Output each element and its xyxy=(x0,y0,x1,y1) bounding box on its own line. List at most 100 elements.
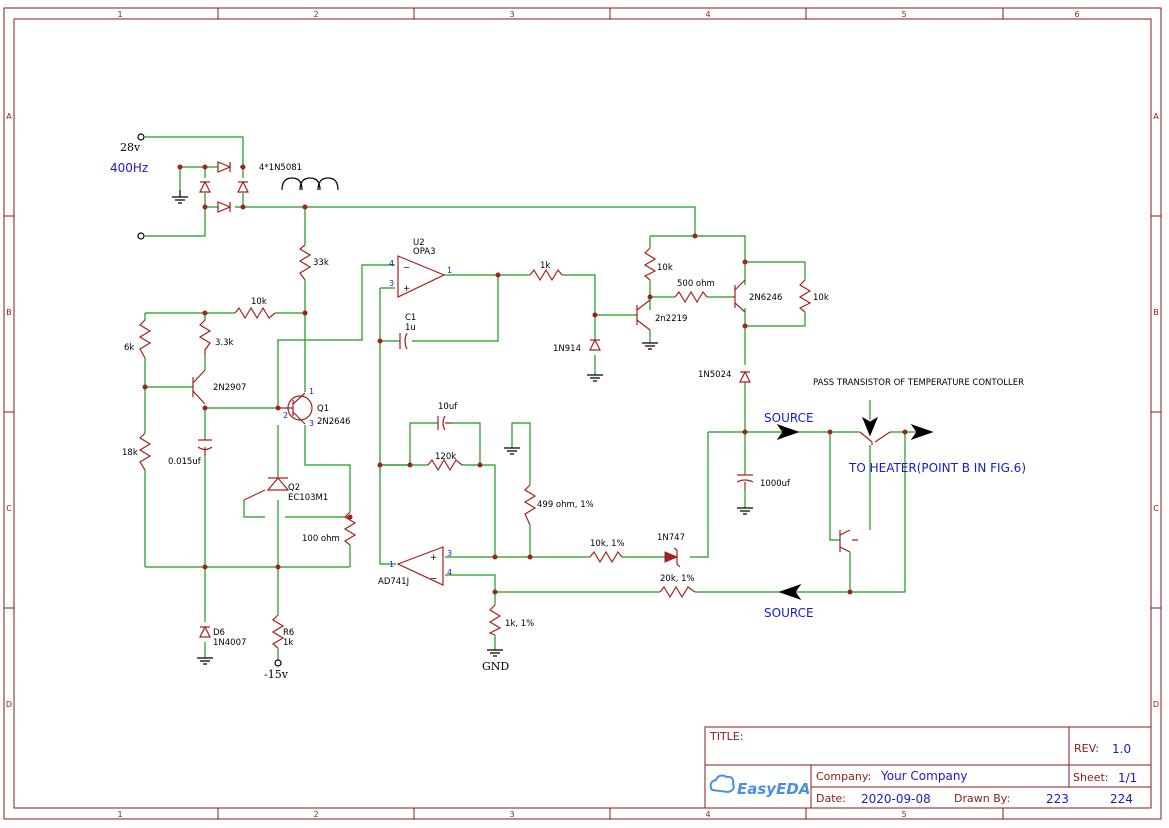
row-marker: D xyxy=(6,700,12,709)
d6-ref: D6 xyxy=(213,628,225,638)
c015-label: 0.015uf xyxy=(168,457,202,467)
r10k-label: 10k xyxy=(251,297,267,307)
sheet-label: Sheet: xyxy=(1073,771,1109,784)
ad741-label: AD741J xyxy=(378,577,409,587)
c1-ref: C1 xyxy=(405,313,416,323)
rev-value: 1.0 xyxy=(1112,742,1131,756)
ad741-pin4: 4 xyxy=(447,568,452,577)
terminal-neg15 xyxy=(274,659,282,667)
input-terminal-return xyxy=(137,232,145,240)
u2-inv: − xyxy=(403,263,410,273)
row-marker: B xyxy=(1153,308,1159,317)
ad741-pin3: 3 xyxy=(447,549,452,558)
diodes xyxy=(199,338,751,638)
col-marker: 1 xyxy=(117,10,122,19)
q1-pin1: 1 xyxy=(309,387,314,396)
rev-label: REV: xyxy=(1074,742,1099,755)
q1-pin3: 3 xyxy=(309,419,314,428)
r18k-label: 18k xyxy=(122,448,138,458)
q1-pin2: 2 xyxy=(283,411,288,420)
u2-noninv: + xyxy=(403,284,410,294)
q1-value: 2N2646 xyxy=(317,417,350,427)
ad741-noninv: + xyxy=(430,553,437,563)
r33-label: 3.3k xyxy=(215,338,234,348)
u2-ref: U2 xyxy=(413,238,425,248)
col-marker: 4 xyxy=(705,10,710,19)
bridge-label: 4*1N5081 xyxy=(259,163,302,173)
col-marker: 3 xyxy=(509,810,514,819)
col-marker: 2 xyxy=(313,810,318,819)
date-label: Date: xyxy=(816,792,846,805)
r10k-c-label: 10k xyxy=(813,293,829,303)
pass-transistor-note: PASS TRANSISTOR OF TEMPERATURE CONTOLLER xyxy=(813,378,1024,388)
col-marker: 6 xyxy=(1074,10,1079,19)
column-markers-top: 1 2 3 4 5 6 xyxy=(117,10,1079,19)
drawing-frame xyxy=(3,7,1162,820)
row-marker: B xyxy=(6,308,12,317)
col-marker: 5 xyxy=(901,810,906,819)
d5024-label: 1N5024 xyxy=(698,370,731,380)
r1k-label: 1k xyxy=(540,261,550,271)
q-pnp-label: 2N2907 xyxy=(213,383,246,393)
r6-value: 1k xyxy=(283,638,293,648)
column-markers-bottom: 1 2 3 4 5 xyxy=(117,810,906,819)
source-label-top: SOURCE xyxy=(764,411,814,425)
d914-label: 1N914 xyxy=(553,344,581,354)
u2-pin4: 4 xyxy=(389,259,394,268)
row-markers: A B C D A B C D xyxy=(6,112,1159,709)
r10k-b-label: 10k xyxy=(657,263,673,273)
col-marker: 2 xyxy=(313,10,318,19)
col-marker: 4 xyxy=(705,810,710,819)
inductor-coil xyxy=(281,177,339,191)
source-label-bottom: SOURCE xyxy=(764,606,814,620)
r10k1-label: 10k, 1% xyxy=(590,539,625,549)
wires xyxy=(144,136,930,660)
q1-ref: Q1 xyxy=(317,404,329,414)
op-amp-u2 xyxy=(397,255,446,298)
drawn-by-label: Drawn By: xyxy=(954,792,1010,805)
q2-ref: Q2 xyxy=(288,483,300,493)
u2-pin1: 1 xyxy=(447,266,452,275)
title-label: TITLE: xyxy=(709,730,743,743)
row-marker: C xyxy=(6,504,12,513)
input-terminal-28v xyxy=(137,133,145,141)
d6-value: 1N4007 xyxy=(213,638,246,648)
drawn-by-value: 223 xyxy=(1046,792,1069,806)
flow-arrows xyxy=(776,416,934,600)
c1000-label: 1000uf xyxy=(760,479,791,489)
r6-ref: R6 xyxy=(283,628,294,638)
supply-voltage-label: 28v xyxy=(120,141,141,154)
d747-label: 1N747 xyxy=(657,533,685,543)
row-marker: C xyxy=(1153,504,1159,513)
col-marker: 1 xyxy=(117,810,122,819)
easyeda-logo: EasyEDA xyxy=(709,774,810,798)
company-value: Your Company xyxy=(880,769,968,783)
r20k1-label: 20k, 1% xyxy=(660,574,695,584)
date-value: 2020-09-08 xyxy=(861,792,931,806)
row-marker: A xyxy=(6,112,12,121)
c10uf-label: 10uf xyxy=(438,402,458,412)
extra-value: 224 xyxy=(1110,792,1133,806)
r100-label: 100 ohm xyxy=(302,534,340,544)
gnd-label: GND xyxy=(482,660,509,673)
frequency-label: 400Hz xyxy=(110,161,148,175)
row-marker: A xyxy=(1153,112,1159,121)
ad741-pin1: 1 xyxy=(389,560,394,569)
q2219-label: 2n2219 xyxy=(655,314,687,324)
op-amp-ad741 xyxy=(396,546,444,586)
capacitors xyxy=(197,332,754,490)
r499-label: 499 ohm, 1% xyxy=(537,500,594,510)
col-marker: 5 xyxy=(901,10,906,19)
r6k-label: 6k xyxy=(124,343,134,353)
transistors xyxy=(192,279,891,553)
r120k-label: 120k xyxy=(435,452,456,462)
row-marker: D xyxy=(1153,700,1159,709)
r500-label: 500 ohm xyxy=(677,279,715,289)
q2-value: EC103M1 xyxy=(288,493,328,503)
q6246-label: 2N6246 xyxy=(749,293,782,303)
resistors xyxy=(138,244,812,649)
company-label: Company: xyxy=(816,770,871,783)
logo-text: EasyEDA xyxy=(737,780,810,798)
u2-value: OPA3 xyxy=(413,247,436,257)
